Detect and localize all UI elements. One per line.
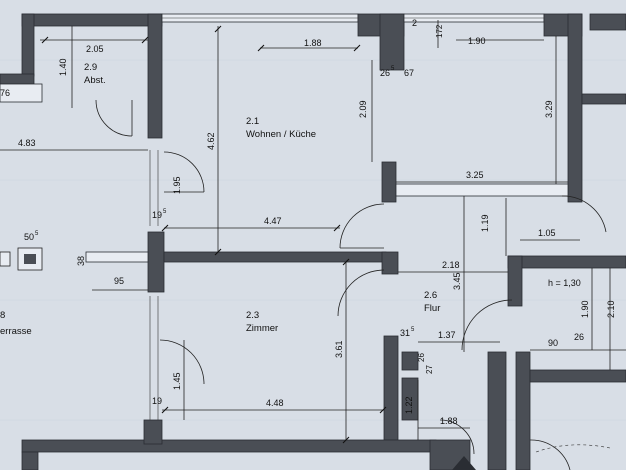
dim-offset-19a-sup: 5 bbox=[163, 209, 167, 215]
dim-kitchen-26: 26 bbox=[380, 68, 390, 78]
dim-right-90: 90 bbox=[548, 338, 558, 348]
room-abst-number: 2.9 bbox=[84, 62, 97, 73]
dim-zimmer-145: 1.45 bbox=[172, 372, 182, 390]
dim-left-cut: 76 bbox=[0, 88, 10, 98]
wall-bottom bbox=[21, 439, 437, 453]
door-stair bbox=[529, 439, 571, 470]
room-terrasse-name: errasse bbox=[0, 326, 32, 337]
dim-kitchen-26-sup: 5 bbox=[391, 66, 395, 72]
wall-flur-post bbox=[381, 161, 397, 203]
dim-flur-26: 26 bbox=[417, 353, 426, 362]
dim-top-2: 2 bbox=[412, 18, 417, 28]
wall-zimmer-post bbox=[381, 251, 399, 275]
dim-right-329: 3.29 bbox=[544, 100, 554, 118]
wall-window-left bbox=[0, 83, 43, 103]
dim-vent-50: 50 bbox=[24, 232, 34, 242]
room-labels: 2.9 Abst. 2.1 Wohnen / Küche 2.3 Zimmer … bbox=[0, 62, 440, 337]
dim-flur-105: 1.05 bbox=[538, 228, 556, 238]
dim-flur-119: 1.19 bbox=[480, 214, 490, 232]
stair-line bbox=[535, 444, 611, 453]
room-zimmer-name: Zimmer bbox=[246, 323, 278, 334]
room-wohnen-name: Wohnen / Küche bbox=[246, 129, 316, 140]
dim-flur-31-sup: 5 bbox=[411, 327, 415, 333]
dim-top-172: 172 bbox=[435, 24, 444, 38]
dimension-lines bbox=[0, 20, 626, 444]
dim-bottom-122: 1.22 bbox=[404, 396, 414, 414]
dim-flur-345: 3.45 bbox=[452, 272, 462, 290]
room-terrasse-number: 8 bbox=[0, 310, 5, 321]
room-flur-name: Flur bbox=[424, 303, 440, 314]
wall-right bbox=[567, 13, 583, 203]
dim-abst-width: 2.05 bbox=[86, 44, 104, 54]
wall-top-far-right bbox=[589, 13, 626, 31]
doors bbox=[95, 99, 607, 470]
dim-wohnen-width: 4.47 bbox=[264, 216, 282, 226]
dim-vent-38: 38 bbox=[76, 256, 86, 266]
dim-right-210: 2.10 bbox=[606, 300, 616, 318]
dim-wohnen-height: 4.62 bbox=[206, 132, 216, 150]
door-wohnen-flur bbox=[339, 203, 385, 249]
wall-right-stub bbox=[581, 93, 626, 105]
room-wohnen-number: 2.1 bbox=[246, 116, 259, 127]
dim-zimmer-width: 4.48 bbox=[266, 398, 284, 408]
dim-flur-27: 27 bbox=[425, 365, 434, 374]
dim-left-95: 95 bbox=[114, 276, 124, 286]
wall-kitchen-pillar bbox=[379, 13, 405, 71]
room-zimmer-number: 2.3 bbox=[246, 310, 259, 321]
dim-abst-height: 1.40 bbox=[58, 58, 68, 76]
dim-flur-218: 2.18 bbox=[442, 260, 460, 270]
wall-left-stub bbox=[0, 73, 35, 85]
dim-offset-19b: 19 bbox=[152, 396, 162, 406]
door-zimmer-terrace bbox=[159, 339, 205, 385]
dim-right-325: 3.25 bbox=[466, 170, 484, 180]
dim-zimmer-361: 3.61 bbox=[334, 340, 344, 358]
room-flur-number: 2.6 bbox=[424, 290, 437, 301]
wall-bottom-right-c bbox=[529, 369, 626, 383]
wall-wohnen-zimmer bbox=[163, 251, 387, 263]
door-flur-right bbox=[461, 299, 513, 351]
dim-h-label: h = 1,30 bbox=[548, 278, 581, 288]
dim-wohnen-top: 1.88 bbox=[304, 38, 322, 48]
dim-bottom-188: 1.88 bbox=[440, 416, 458, 426]
wall-bottom-left bbox=[21, 451, 39, 470]
wall-top-left bbox=[21, 13, 163, 27]
dim-offset-19a: 19 bbox=[152, 210, 162, 220]
wall-zimmer-right bbox=[383, 335, 399, 441]
wall-column-2 bbox=[147, 231, 165, 293]
dim-flur-137: 1.37 bbox=[438, 330, 456, 340]
dim-top-190: 1.90 bbox=[468, 36, 486, 46]
dim-right-190: 1.90 bbox=[580, 300, 590, 318]
wall-abst-left bbox=[21, 13, 35, 77]
door-zimmer-flur bbox=[337, 269, 385, 317]
wall-right-lower-top bbox=[507, 255, 626, 269]
wall-bottom-right-b bbox=[515, 351, 531, 470]
door-entrance bbox=[439, 419, 475, 455]
dim-kitchen-67: 67 bbox=[404, 68, 414, 78]
wall-terrace-bar bbox=[85, 251, 149, 263]
door-abst bbox=[95, 99, 133, 137]
door-right-room bbox=[561, 195, 607, 233]
room-abst-name: Abst. bbox=[84, 75, 106, 86]
wall-wohnen-flur bbox=[395, 183, 569, 197]
dim-wohnen-mid: 2.09 bbox=[358, 100, 368, 118]
dim-window-small: 1.95 bbox=[172, 176, 182, 194]
wall-bottom-column bbox=[143, 419, 163, 445]
dim-vent-50-sup: 5 bbox=[35, 231, 39, 237]
dim-right-26: 26 bbox=[574, 332, 584, 342]
wall-right-lower-post bbox=[507, 255, 523, 307]
wall-flur-small-1 bbox=[401, 351, 419, 371]
stair-marker bbox=[452, 456, 476, 470]
door-wohnen-terrace bbox=[163, 151, 205, 193]
dim-terrace-width: 4.83 bbox=[18, 138, 36, 148]
wall-column-1 bbox=[147, 13, 163, 139]
vent-box bbox=[0, 247, 43, 271]
wall-bottom-right-a bbox=[487, 351, 507, 470]
dimension-labels: 2.05 1.40 76 4.83 1.95 19 5 50 5 38 95 1… bbox=[0, 18, 616, 426]
dim-flur-31: 31 bbox=[400, 328, 410, 338]
windows bbox=[149, 17, 544, 420]
